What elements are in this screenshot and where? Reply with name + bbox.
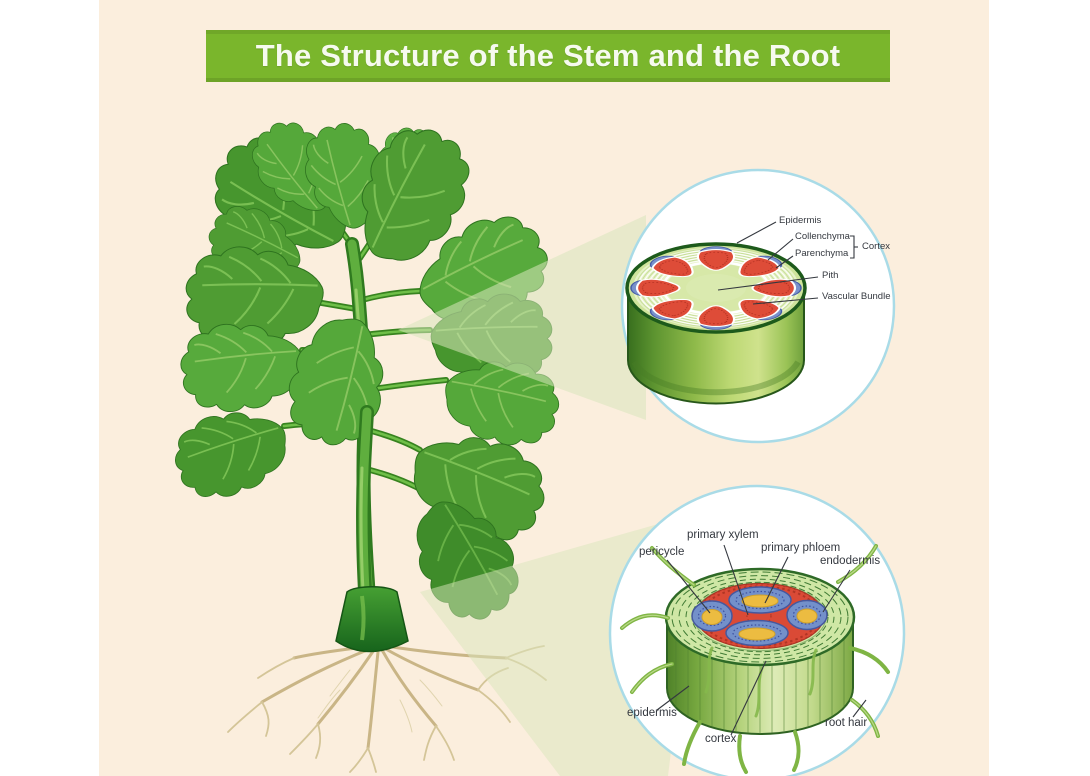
stem-cross-section <box>625 242 807 405</box>
label-cortex-stem: Cortex <box>862 241 890 252</box>
label-endodermis: endodermis <box>820 555 881 567</box>
leader-pith <box>717 276 819 291</box>
label-collenchyma: Collenchyma <box>795 231 850 242</box>
root-side-stripes <box>675 639 845 734</box>
magnification-beam-stem <box>398 215 646 420</box>
leader-epidermis-stem <box>736 221 777 244</box>
title-banner: The Structure of the Stem and the Root <box>206 30 890 82</box>
leader-root-hair <box>852 699 867 718</box>
leader-vascular-bundle <box>752 297 819 305</box>
label-epidermis-root: epidermis <box>627 707 677 719</box>
root-leader-lines <box>656 544 867 736</box>
leader-primary-phloem <box>764 556 789 604</box>
page-title: The Structure of the Stem and the Root <box>255 38 841 73</box>
label-epidermis-stem: Epidermis <box>779 215 822 226</box>
label-primary-phloem: primary phloem <box>761 542 841 554</box>
xylem-regions <box>701 594 818 641</box>
vascular-bundles <box>630 246 802 330</box>
stem-base <box>335 586 409 653</box>
leader-collenchyma <box>767 238 794 261</box>
root-hairs <box>620 544 890 774</box>
leader-endodermis <box>822 569 851 613</box>
leader-cortex-root <box>730 660 767 736</box>
label-pericycle: pericycle <box>639 546 685 558</box>
label-pith: Pith <box>822 270 839 281</box>
label-primary-xylem: primary xylem <box>687 529 759 541</box>
label-parenchyma: Parenchyma <box>795 248 849 259</box>
leader-pericycle <box>666 559 711 614</box>
root-cross-section <box>620 544 890 774</box>
leader-epidermis-root <box>656 685 690 711</box>
label-vascular-bundle: Vascular Bundle <box>822 291 891 302</box>
leader-parenchyma <box>775 255 794 269</box>
stem-leader-lines <box>717 221 858 305</box>
label-cortex-root: cortex <box>705 733 737 745</box>
leader-primary-xylem <box>723 544 749 616</box>
label-root-hair: root hair <box>825 717 868 729</box>
